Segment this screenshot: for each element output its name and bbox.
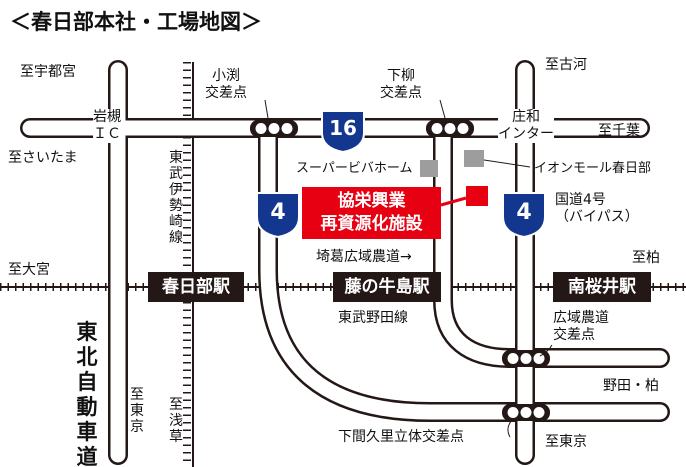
route-4-left-number: 4 xyxy=(270,200,286,225)
route-4-right-shield-icon xyxy=(502,192,546,239)
intersection-kobuchi: 小渕 交差点 xyxy=(205,68,247,101)
facility-pointer xyxy=(440,196,467,207)
facility-box: 協栄興業 再資源化施設 xyxy=(302,187,441,239)
signal-shimomakuri xyxy=(502,404,550,421)
intersection-shimomakuri: 下間久里立体交差点 xyxy=(338,429,464,445)
station-fujinoushijima: 藤の牛島駅 xyxy=(333,272,441,302)
direction-utsunomiya: 至宇都宮 xyxy=(20,64,76,80)
intersection-shimoyanagi: 下柳 交差点 xyxy=(380,68,422,101)
route-4-left-shield-icon xyxy=(256,192,300,239)
aeon-label: イオンモール春日部 xyxy=(534,161,652,176)
super-viva-label: スーパービバホーム xyxy=(296,161,413,176)
leader-lines xyxy=(264,99,553,438)
noda-line-label: 東武野田線 xyxy=(338,310,408,326)
direction-saitama: 至さいたま xyxy=(8,150,78,166)
route-16-shield-icon xyxy=(321,110,365,154)
koiki-road-label: 埼葛広域農道→ xyxy=(316,249,412,265)
isesaki-line-label: 東武伊勢崎線 xyxy=(169,150,183,246)
direction-koga: 至古河 xyxy=(545,57,587,73)
aeon-marker xyxy=(464,150,484,167)
direction-kashiwa: 至柏 xyxy=(632,250,660,266)
tohoku-expressway-label: 東北自動車道 xyxy=(76,320,98,467)
signal-shimoyanagi xyxy=(426,120,474,137)
direction-tokyo-bottom: 至東京 xyxy=(545,434,587,450)
facility-name: 協栄興業 xyxy=(337,191,406,211)
super-viva-marker xyxy=(420,160,438,177)
page-title: ＜春日部本社・工場地図＞ xyxy=(10,10,262,34)
route-4-label: 国道4号 （バイパス） xyxy=(555,192,639,225)
intersection-koiki-nodo: 広域農道 交差点 xyxy=(553,310,609,343)
intersection-showa-ic: 庄和 インター xyxy=(498,109,554,143)
signal-koiki xyxy=(502,350,550,367)
route-4-right-number: 4 xyxy=(516,200,532,225)
direction-tokyo-left: 至東京 xyxy=(130,387,144,435)
station-minamisakurai: 南桜井駅 xyxy=(553,272,651,302)
direction-asakusa: 至浅草 xyxy=(169,397,183,445)
facility-marker xyxy=(466,186,488,206)
route-16-number: 16 xyxy=(329,116,357,140)
direction-chiba: 至千葉 xyxy=(598,123,640,139)
station-kasukabe: 春日部駅 xyxy=(148,272,244,302)
signal-kobuchi xyxy=(250,120,298,137)
facility-subtitle: 再資源化施設 xyxy=(320,214,423,234)
direction-omiya: 至大宮 xyxy=(8,262,50,278)
direction-noda-kashiwa: 野田・柏 xyxy=(603,378,659,394)
intersection-iwatsuki-ic: 岩槻 ＩＣ xyxy=(93,109,121,143)
